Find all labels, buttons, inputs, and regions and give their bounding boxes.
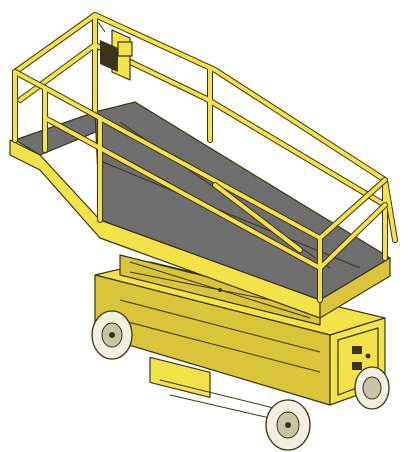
scissor-mechanism xyxy=(119,254,321,326)
wheel-front-left xyxy=(91,310,133,360)
guard-rails xyxy=(12,12,398,303)
wheel-rear-right xyxy=(354,366,390,410)
wheel-front-right xyxy=(265,399,311,451)
platform-control-box xyxy=(97,21,133,81)
